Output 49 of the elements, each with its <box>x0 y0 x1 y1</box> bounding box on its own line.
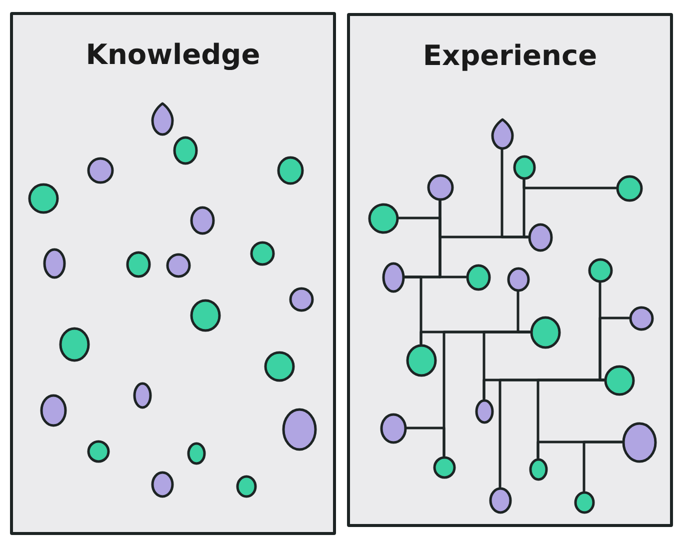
dot <box>40 394 66 426</box>
connector-line <box>404 426 446 458</box>
dot <box>574 490 594 514</box>
connector-line <box>582 440 624 492</box>
connector-line <box>522 178 618 190</box>
dot <box>528 458 548 480</box>
connector-line <box>598 316 630 382</box>
dot <box>406 344 436 376</box>
dot <box>368 202 398 234</box>
dot <box>190 206 214 234</box>
dot <box>282 408 316 450</box>
panel <box>10 12 336 535</box>
panel <box>347 13 673 527</box>
dot <box>126 250 150 278</box>
dot <box>264 350 294 382</box>
dot <box>628 306 654 330</box>
dot <box>132 382 152 408</box>
dot <box>530 316 560 348</box>
dot <box>588 258 612 282</box>
dot <box>604 364 634 396</box>
dot <box>380 412 406 444</box>
dot <box>190 298 220 332</box>
dot <box>506 266 530 292</box>
dot <box>150 470 174 498</box>
dot <box>288 286 314 312</box>
panel-heading: Experience <box>422 39 598 73</box>
dot <box>86 440 110 462</box>
dot <box>466 264 490 290</box>
dot <box>86 156 114 184</box>
dot <box>512 154 536 180</box>
dot <box>42 248 66 278</box>
panel-heading: Knowledge <box>86 38 260 72</box>
connector-line <box>438 198 468 278</box>
dot <box>382 262 404 292</box>
dot <box>276 156 304 184</box>
dot <box>426 174 454 200</box>
dot <box>166 252 190 278</box>
dot <box>432 456 456 478</box>
dot <box>186 442 206 464</box>
dot <box>616 174 642 202</box>
dot <box>474 398 494 424</box>
dot <box>172 136 198 164</box>
dot <box>28 182 58 214</box>
dot <box>236 474 256 498</box>
dot <box>622 422 656 462</box>
dot <box>488 486 512 514</box>
dot <box>58 326 90 362</box>
dot <box>528 222 552 252</box>
dot <box>250 240 274 266</box>
